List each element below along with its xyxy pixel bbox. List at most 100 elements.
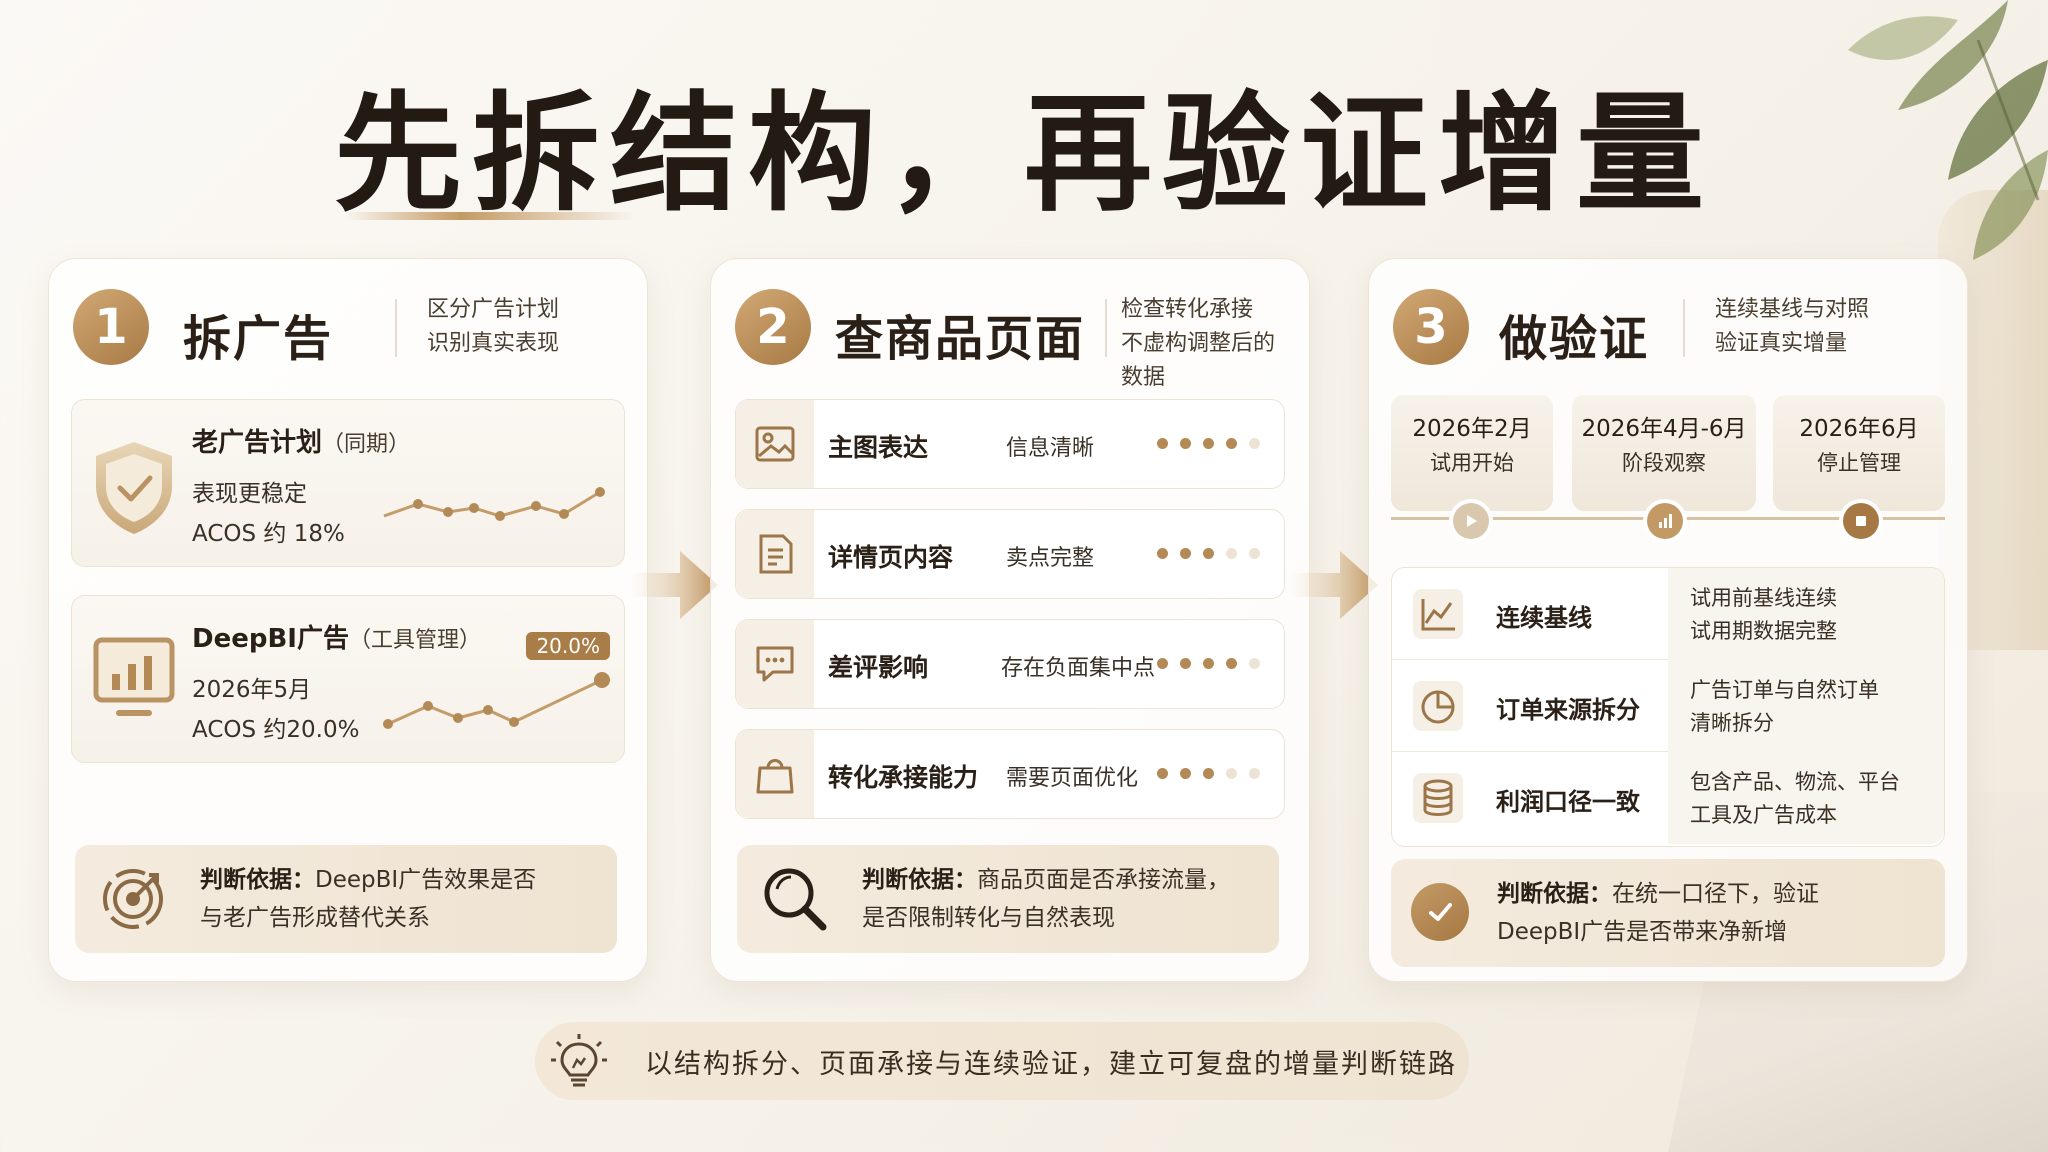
validation-desc: 包含产品、物流、平台 工具及广告成本 (1668, 752, 1944, 844)
shopping-bag-icon (756, 759, 794, 794)
step-desc-line: 区分广告计划 (427, 297, 560, 322)
item-value: 需要页面优化 (1006, 766, 1139, 791)
step-header-1: 1 拆广告 区分广告计划 识别真实表现 (73, 285, 623, 369)
step-title-1: 拆广告 (183, 311, 334, 367)
rating-dot (1157, 768, 1168, 779)
monitor-chart-icon (93, 637, 175, 716)
comment-icon (756, 646, 794, 682)
timeline-label: 停止管理 (1817, 451, 1901, 475)
page-check-item: 差评影响 存在负面集中点 (735, 619, 1285, 709)
rating-dot (1180, 438, 1191, 449)
item-label: 转化承接能力 (828, 763, 979, 792)
step-title-3: 做验证 (1499, 311, 1650, 367)
row-icon-box (736, 620, 814, 708)
timeline-node-start (1449, 499, 1493, 543)
rating-dot (1180, 548, 1191, 559)
deepbi-ad-box: DeepBI广告（工具管理） 2026年5月 ACOS 约20.0% 20.0% (71, 595, 625, 763)
step-desc-1: 区分广告计划 识别真实表现 (427, 293, 559, 361)
title-underline (345, 212, 635, 220)
validation-row: 订单来源拆分 广告订单与自然订单 清晰拆分 (1392, 660, 1944, 752)
step-desc-line: 检查转化承接 (1121, 297, 1254, 322)
step-desc-line: 不虚构调整后的数据 (1121, 331, 1276, 390)
rating-dot (1180, 658, 1191, 669)
play-icon (1453, 503, 1489, 539)
image-icon (755, 426, 795, 462)
item-value: 存在负面集中点 (1001, 656, 1156, 681)
validation-label: 订单来源拆分 (1496, 696, 1640, 724)
step-header-2: 2 查商品页面 检查转化承接 不虚构调整后的数据 (735, 285, 1285, 390)
rating-dot (1249, 658, 1260, 669)
rating-dot (1203, 768, 1214, 779)
timeline-node-observe (1643, 499, 1687, 543)
timeline-date: 2026年6月 (1799, 416, 1919, 442)
rating-dot (1249, 438, 1260, 449)
judgment-text-3: 判断依据：在统一口径下，验证 DeepBI广告是否带来净新增 (1497, 881, 1819, 945)
validation-row: 利润口径一致 包含产品、物流、平台 工具及广告成本 (1392, 752, 1944, 844)
timeline-stage-2: 2026年4月-6月 阶段观察 (1572, 395, 1756, 511)
deepbi-ad-date: 2026年5月 (192, 677, 312, 703)
item-value: 卖点完整 (1006, 546, 1095, 571)
old-ad-line1: 表现更稳定 (192, 481, 307, 507)
lightbulb-icon (551, 1034, 607, 1087)
item-label: 详情页内容 (828, 543, 954, 572)
step-desc-line: 连续基线与对照 (1715, 297, 1870, 322)
line-chart-icon (1406, 582, 1470, 646)
old-ad-acos: ACOS 约 18% (192, 521, 345, 547)
step-card-2: 2 查商品页面 检查转化承接 不虚构调整后的数据 主图表达 信息清晰 (710, 258, 1310, 982)
step-title-2: 查商品页面 (835, 311, 1086, 367)
rating-dot (1203, 658, 1214, 669)
rating-dots (1157, 548, 1260, 559)
rating-dots (1157, 768, 1260, 779)
rating-dot (1157, 548, 1168, 559)
step-number-1: 1 (73, 289, 149, 365)
summary-text: 以结构拆分、页面承接与连续验证，建立可复盘的增量判断链路 (645, 1049, 1457, 1080)
rating-dot (1226, 658, 1237, 669)
step-desc-line: 验证真实增量 (1715, 331, 1848, 356)
rating-dot (1157, 658, 1168, 669)
rating-dot (1249, 768, 1260, 779)
step-number-2: 2 (735, 289, 811, 365)
rating-dot (1226, 548, 1237, 559)
arrow-right-icon (1290, 551, 1378, 619)
rating-dot (1226, 768, 1237, 779)
step-number-3: 3 (1393, 289, 1469, 365)
rating-dots (1157, 658, 1260, 669)
validation-row: 连续基线 试用前基线连续 试用期数据完整 (1392, 568, 1944, 660)
old-ad-plan-box: 老广告计划（同期） 表现更稳定 ACOS 约 18% (71, 399, 625, 567)
header-divider (1683, 299, 1685, 357)
judgment-text-2: 判断依据：商品页面是否承接流量， 是否限制转化与自然表现 (862, 867, 1230, 931)
timeline-node-stop (1839, 499, 1883, 543)
step-header-3: 3 做验证 连续基线与对照 验证真实增量 (1393, 285, 1943, 369)
rating-dot (1226, 438, 1237, 449)
validation-desc: 广告订单与自然订单 清晰拆分 (1668, 660, 1944, 752)
page-check-item: 主图表达 信息清晰 (735, 399, 1285, 489)
page-check-item: 详情页内容 卖点完整 (735, 509, 1285, 599)
rating-dot (1180, 768, 1191, 779)
document-icon (759, 534, 793, 574)
rating-dot (1203, 548, 1214, 559)
acos-badge: 20.0% (526, 632, 610, 660)
timeline-label: 试用开始 (1430, 451, 1514, 475)
rating-dot (1203, 438, 1214, 449)
rating-dots (1157, 438, 1260, 449)
deepbi-ad-title: DeepBI广告（工具管理） (192, 624, 481, 654)
header-divider (1105, 299, 1107, 357)
step-desc-3: 连续基线与对照 验证真实增量 (1715, 293, 1869, 361)
deepbi-ad-acos: ACOS 约20.0% (192, 717, 360, 743)
step-card-1: 1 拆广告 区分广告计划 识别真实表现 老广告计划（同期） 表现更稳定 ACOS… (48, 258, 648, 982)
bar-chart-icon (1647, 503, 1683, 539)
item-label: 主图表达 (828, 433, 929, 462)
item-value: 信息清晰 (1006, 436, 1095, 461)
pie-chart-icon (1406, 674, 1470, 738)
validation-table: 连续基线 试用前基线连续 试用期数据完整 订单来源拆分 广告订单与自然订单 清晰… (1391, 567, 1945, 847)
validation-label: 利润口径一致 (1496, 788, 1640, 816)
judgment-basis-1: 判断依据：DeepBI广告效果是否 与老广告形成替代关系 (75, 845, 617, 953)
shield-check-icon (96, 442, 172, 534)
row-icon-box (736, 510, 814, 598)
timeline-date: 2026年4月-6月 (1581, 416, 1747, 442)
page-title: 先拆结构，再验证增量 (333, 79, 1714, 229)
stop-icon (1843, 503, 1879, 539)
validation-label: 连续基线 (1496, 604, 1592, 632)
step-desc-2: 检查转化承接 不虚构调整后的数据 (1121, 293, 1285, 395)
judgment-text-1: 判断依据：DeepBI广告效果是否 与老广告形成替代关系 (200, 867, 537, 931)
